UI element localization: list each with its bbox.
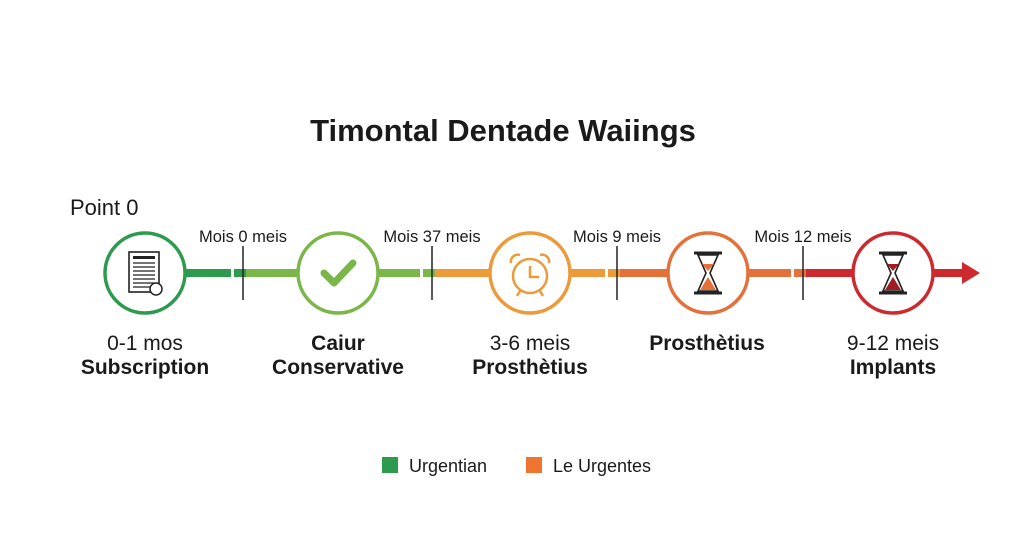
milestone-node — [851, 231, 935, 315]
legend-swatch — [382, 457, 398, 473]
milestone-node — [103, 231, 187, 315]
arrow-head-icon — [962, 262, 980, 284]
milestone-label: 3-6 meis — [490, 332, 571, 355]
start-label: Point 0 — [70, 195, 139, 220]
milestone-label: Caiur — [311, 332, 365, 355]
milestone-sublabel: Prosthètius — [472, 356, 588, 379]
legend-label: Urgentian — [409, 456, 487, 476]
timeline-segment — [794, 269, 806, 277]
timeline-segment — [748, 269, 791, 277]
hourglass-icon — [879, 251, 907, 295]
timeline-segment — [246, 269, 298, 277]
diagram-title: Timontal Dentade Waiings — [310, 113, 696, 148]
milestone-label: 0-1 mos — [107, 332, 183, 355]
milestone-sublabel: Implants — [850, 356, 936, 379]
milestone-label: Prosthètius — [649, 332, 765, 355]
milestone-circle — [296, 231, 380, 315]
alarm-clock-icon — [509, 253, 551, 297]
checkmark-icon — [320, 259, 357, 287]
timeline-segment — [435, 269, 490, 277]
timeline-segment — [570, 269, 605, 277]
interval-label: Mois 37 meis — [383, 228, 480, 246]
hourglass-icon — [694, 251, 722, 295]
timeline-segment — [378, 269, 420, 277]
timeline-segment — [933, 269, 966, 277]
timeline-segment — [608, 269, 620, 277]
timeline-segment — [423, 269, 435, 277]
timeline-segment — [234, 269, 246, 277]
milestone-sublabel: Subscription — [81, 356, 209, 379]
milestone-node — [666, 231, 750, 315]
contract-document-icon — [128, 251, 163, 296]
legend-label: Le Urgentes — [553, 456, 651, 476]
timeline-segment — [806, 269, 853, 277]
milestone-node — [296, 231, 380, 315]
milestone-node — [488, 231, 572, 315]
milestone-sublabel: Conservative — [272, 356, 404, 379]
interval-label: Mois 0 meis — [199, 228, 287, 246]
interval-label: Mois 12 meis — [754, 228, 851, 246]
legend-swatch — [526, 457, 542, 473]
milestone-label: 9-12 meis — [847, 332, 939, 355]
timeline-segment — [185, 269, 231, 277]
legend-item: Urgentian — [382, 456, 487, 476]
legend-item: Le Urgentes — [526, 456, 651, 476]
interval-label: Mois 9 meis — [573, 228, 661, 246]
timeline-segment — [620, 269, 668, 277]
